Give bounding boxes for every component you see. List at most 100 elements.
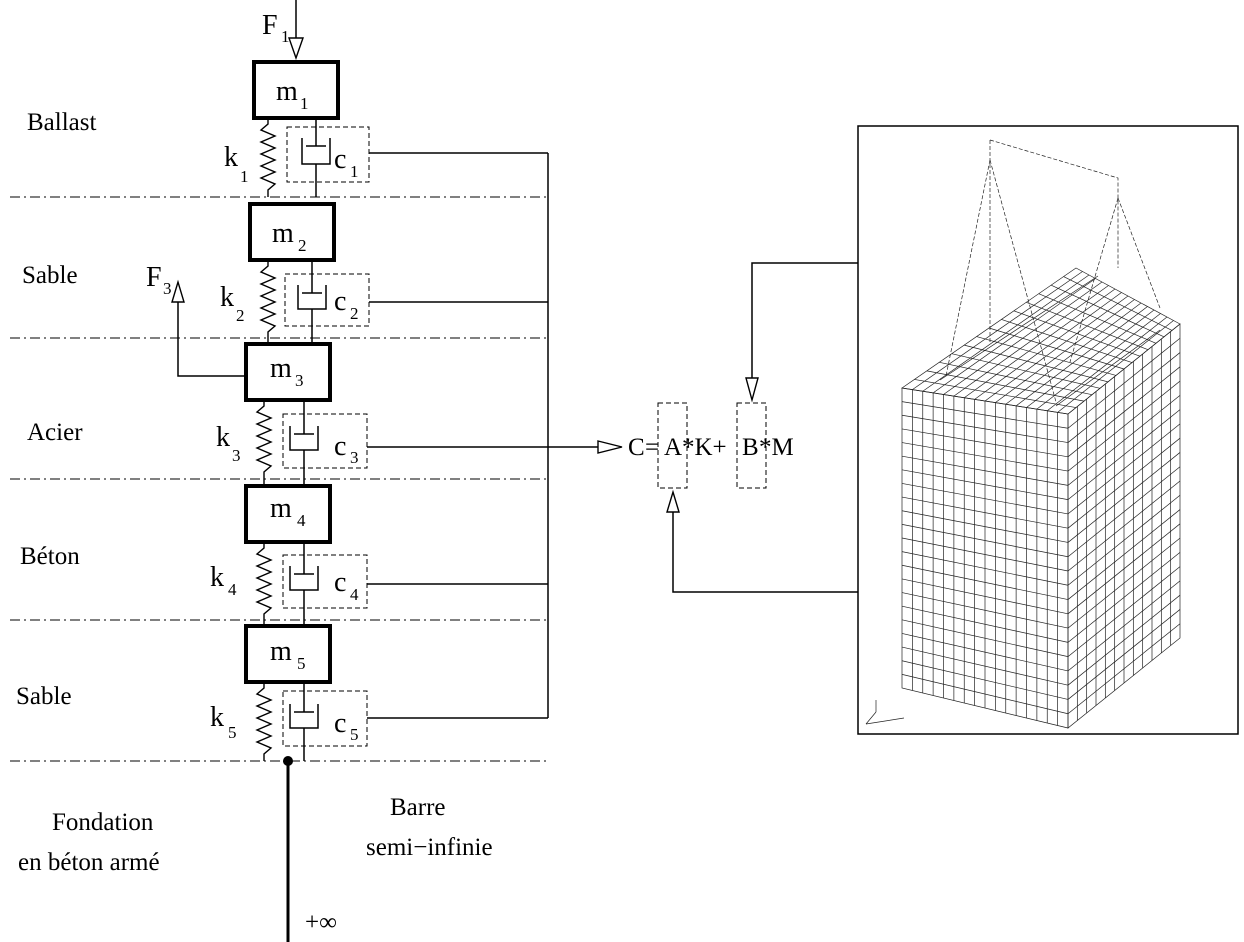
- mesh-line: [901, 455, 1069, 486]
- force-f1-sub: 1: [281, 27, 290, 46]
- damper-label: c: [334, 431, 346, 462]
- mesh-line: [976, 336, 1117, 376]
- mesh-line: [901, 551, 1069, 586]
- mesh-line: [1067, 552, 1181, 643]
- formula-eq: =: [645, 434, 659, 461]
- mesh-line: [1067, 395, 1181, 486]
- damper-label: c: [334, 144, 346, 175]
- damper-sub: 4: [350, 585, 359, 604]
- coef-a-box: [657, 402, 688, 489]
- mesh-line: [1067, 623, 1181, 715]
- mass-label: m: [270, 493, 292, 524]
- mesh-line: [1067, 580, 1181, 672]
- mass-label: m: [270, 353, 292, 384]
- force-f3-main: F: [146, 262, 162, 293]
- spring-sub: 3: [232, 446, 241, 465]
- damper-sub: 1: [350, 162, 359, 181]
- up-arrow-icon: [666, 489, 680, 513]
- mesh-line: [901, 592, 1069, 629]
- mesh-line: [901, 537, 1069, 572]
- mesh-line: [1013, 310, 1141, 357]
- mesh-line: [901, 496, 1069, 529]
- mesh-line: [1067, 366, 1181, 458]
- axes-triad-icon: [865, 700, 905, 725]
- fe-mesh-image: [857, 125, 1239, 735]
- spring-sub: 4: [228, 580, 237, 599]
- spring-1: [259, 118, 277, 197]
- up-arrow-icon: [171, 279, 185, 303]
- damper-sub: 2: [350, 304, 359, 323]
- mesh-line: [901, 414, 1069, 443]
- mesh-line: [1067, 352, 1181, 443]
- layer-label-beton: Béton: [20, 543, 80, 570]
- formula-b: B: [742, 434, 759, 461]
- mesh-line: [901, 469, 1069, 500]
- layer-boundaries: [10, 196, 548, 762]
- formula-a: A: [664, 434, 682, 461]
- layer-label-sable: Sable: [22, 262, 78, 289]
- bar-label-line1: Barre: [390, 794, 446, 821]
- mass-1: m 1: [252, 60, 340, 120]
- mesh-line: [901, 646, 1069, 686]
- mesh-line: [1001, 319, 1133, 363]
- mesh-line: [1050, 284, 1165, 338]
- mass-sub: 2: [298, 236, 307, 255]
- damper-box: [284, 273, 370, 327]
- spring-label: k: [224, 142, 238, 173]
- mesh-line: [1067, 609, 1181, 700]
- infinity-label: +∞: [305, 909, 337, 936]
- spring-3: [255, 400, 273, 486]
- damper-4: c 4: [282, 542, 368, 626]
- formula-c: C: [628, 434, 645, 461]
- mesh-line: [901, 428, 1069, 458]
- mass-4: m 4: [244, 484, 332, 544]
- mesh-line: [901, 401, 1069, 429]
- mesh-line: [964, 344, 1109, 383]
- right-arrow-icon: [597, 440, 623, 454]
- mesh-line: [1067, 566, 1181, 657]
- mesh-line: [939, 361, 1093, 396]
- layer-labels: Ballast Sable Acier Béton Sable: [16, 109, 96, 710]
- damper-3: c 3: [282, 400, 368, 486]
- damper-1: c 1: [286, 118, 370, 197]
- damper-label: c: [334, 708, 346, 739]
- damping-collector: [367, 152, 623, 719]
- formula-k: *K+: [682, 434, 727, 461]
- mesh-line: [1067, 494, 1181, 586]
- mesh-line: [901, 674, 1069, 715]
- layer-label-sable-2: Sable: [16, 683, 72, 710]
- foundation-label-line1: Fondation: [52, 809, 154, 836]
- spring-5: [255, 682, 273, 761]
- mesh-line: [901, 442, 1069, 472]
- mesh-line: [1067, 509, 1181, 600]
- spring-2: [259, 260, 277, 344]
- mass-sub: 5: [297, 654, 306, 673]
- mesh-line: [1067, 437, 1181, 529]
- mesh-line: [901, 578, 1069, 615]
- spring-4: [255, 542, 273, 626]
- down-arrow-icon: [288, 37, 304, 61]
- mesh-line: [1067, 537, 1181, 629]
- damper-box: [282, 690, 368, 747]
- mass-label: m: [270, 636, 292, 667]
- mesh-line: [901, 524, 1069, 558]
- damper-box: [282, 413, 368, 469]
- coef-b-box: [736, 402, 767, 489]
- mass-3: m 3: [244, 342, 332, 402]
- down-arrow-icon: [745, 377, 759, 403]
- formula-m: *M: [759, 434, 794, 461]
- mesh-block: [901, 139, 1181, 729]
- spring-label: k: [220, 282, 234, 313]
- mesh-line: [951, 353, 1101, 389]
- mesh-grid-lines: [901, 271, 1181, 726]
- mesh-line: [1067, 380, 1181, 472]
- mesh-line: [901, 619, 1069, 657]
- bar-label-line2: semi−infinie: [366, 834, 493, 861]
- mesh-line: [1067, 523, 1181, 615]
- mesh-line: [1067, 466, 1181, 558]
- foundation-label-line2: en béton armé: [18, 849, 160, 876]
- spring-label: k: [210, 562, 224, 593]
- mesh-line: [901, 660, 1069, 700]
- mesh-line: [1063, 276, 1173, 331]
- force-f1-main: F: [262, 10, 278, 41]
